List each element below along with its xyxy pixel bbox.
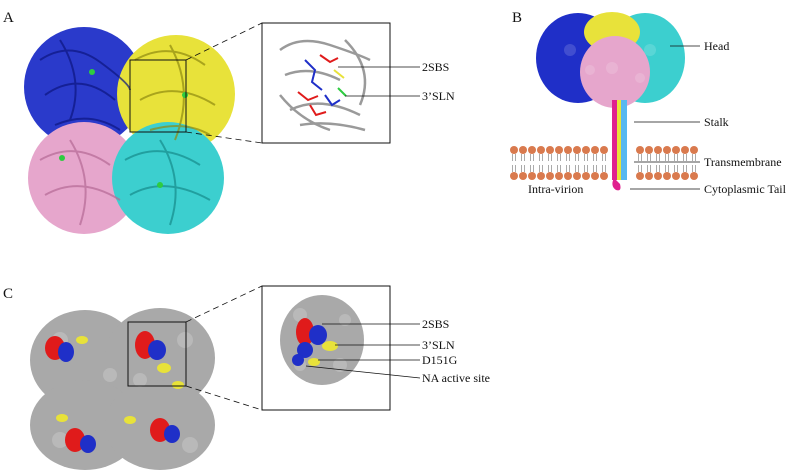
lipid-tail xyxy=(674,154,678,161)
lipid-head xyxy=(582,172,590,180)
lipid-head xyxy=(591,172,599,180)
lipid-tail xyxy=(674,165,678,172)
lipid-tail xyxy=(692,154,696,161)
lipid-head xyxy=(555,172,563,180)
lipid-tail xyxy=(602,154,606,161)
lipid-tail xyxy=(593,165,597,172)
panel-c-zoom-surface xyxy=(280,295,364,385)
lipid-head xyxy=(663,172,671,180)
lipid-tail xyxy=(665,154,669,161)
lipid-tail xyxy=(638,154,642,161)
lipid-tail xyxy=(647,165,651,172)
lipid-tail xyxy=(575,154,579,161)
lipid-head xyxy=(564,172,572,180)
lipid-tail xyxy=(656,154,660,161)
lipid-tail xyxy=(575,165,579,172)
panel-c-label-2sbs: 2SBS xyxy=(422,317,449,331)
panel-c-label-active-site: NA active site xyxy=(422,371,490,385)
lipid-tail xyxy=(593,154,597,161)
panel-c-label-d151g: D151G xyxy=(422,353,458,367)
lipid-head xyxy=(663,146,671,154)
lipid-head xyxy=(690,146,698,154)
lipid-tail xyxy=(521,154,525,161)
lipid-tail xyxy=(521,165,525,172)
lipid-head xyxy=(546,172,554,180)
panel-b-label-intravirion: Intra-virion xyxy=(528,182,583,196)
panel-c-letter: C xyxy=(3,286,13,302)
lipid-head xyxy=(510,146,518,154)
panel-b-label-stalk: Stalk xyxy=(704,115,729,129)
lipid-head xyxy=(537,146,545,154)
lipid-head xyxy=(528,172,536,180)
lipid-head xyxy=(546,146,554,154)
lipid-head xyxy=(654,172,662,180)
panel-b-letter: B xyxy=(512,10,522,26)
lipid-head xyxy=(573,146,581,154)
lipid-head xyxy=(555,146,563,154)
panel-b-label-head: Head xyxy=(704,39,729,53)
lipid-head xyxy=(600,146,608,154)
panel-c-label-3sln: 3’SLN xyxy=(422,338,455,352)
lipid-head xyxy=(510,172,518,180)
lipid-head xyxy=(528,146,536,154)
lipid-tail xyxy=(557,165,561,172)
lipid-tail xyxy=(584,154,588,161)
lipid-head xyxy=(591,146,599,154)
panel-b-label-cytoplasmic: Cytoplasmic Tail xyxy=(704,182,787,196)
lipid-tail xyxy=(602,165,606,172)
lipid-tail xyxy=(683,165,687,172)
na-stalk xyxy=(612,100,627,191)
lipid-head xyxy=(681,146,689,154)
lipid-head xyxy=(690,172,698,180)
lipid-tail xyxy=(638,165,642,172)
lipid-tail xyxy=(530,165,534,172)
lipid-head xyxy=(582,146,590,154)
lipid-tail xyxy=(683,154,687,161)
panel-a-zoom-box xyxy=(261,22,391,144)
panel-a-letter: A xyxy=(3,10,14,26)
lipid-head xyxy=(672,172,680,180)
lipid-tail xyxy=(530,154,534,161)
lipid-tail xyxy=(656,165,660,172)
lipid-head xyxy=(672,146,680,154)
lipid-tail xyxy=(539,165,543,172)
lipid-tail xyxy=(512,165,516,172)
lipid-tail xyxy=(512,154,516,161)
lipid-tail xyxy=(557,154,561,161)
lipid-tail xyxy=(584,165,588,172)
lipid-tail xyxy=(548,165,552,172)
lipid-tail xyxy=(566,165,570,172)
lipid-tail xyxy=(647,154,651,161)
lipid-head xyxy=(600,172,608,180)
na-tetramer-ribbon xyxy=(24,27,235,234)
lipid-head xyxy=(519,172,527,180)
lipid-head xyxy=(537,172,545,180)
na-tetramer-surface xyxy=(30,308,215,470)
lipid-head xyxy=(645,172,653,180)
lipid-tail xyxy=(566,154,570,161)
lipid-bilayer xyxy=(510,146,698,180)
panel-a-label-3sln: 3’SLN xyxy=(422,89,455,103)
panel-c-selection-box xyxy=(127,321,187,387)
lipid-head xyxy=(645,146,653,154)
panel-a-label-2sbs: 2SBS xyxy=(422,60,449,74)
na-head-surface xyxy=(536,12,685,108)
lipid-head xyxy=(573,172,581,180)
lipid-head xyxy=(654,146,662,154)
lipid-tail xyxy=(548,154,552,161)
panel-a-selection-box xyxy=(129,59,187,133)
lipid-head xyxy=(564,146,572,154)
lipid-tail xyxy=(665,165,669,172)
lipid-head xyxy=(681,172,689,180)
lipid-head xyxy=(636,146,644,154)
panel-b-label-transmembrane: Transmembrane xyxy=(704,155,782,169)
lipid-tail xyxy=(539,154,543,161)
lipid-head xyxy=(636,172,644,180)
panel-a-zoom-ribbon xyxy=(279,39,371,132)
lipid-tail xyxy=(692,165,696,172)
panel-a-residue-sticks xyxy=(297,54,347,117)
lipid-head xyxy=(519,146,527,154)
